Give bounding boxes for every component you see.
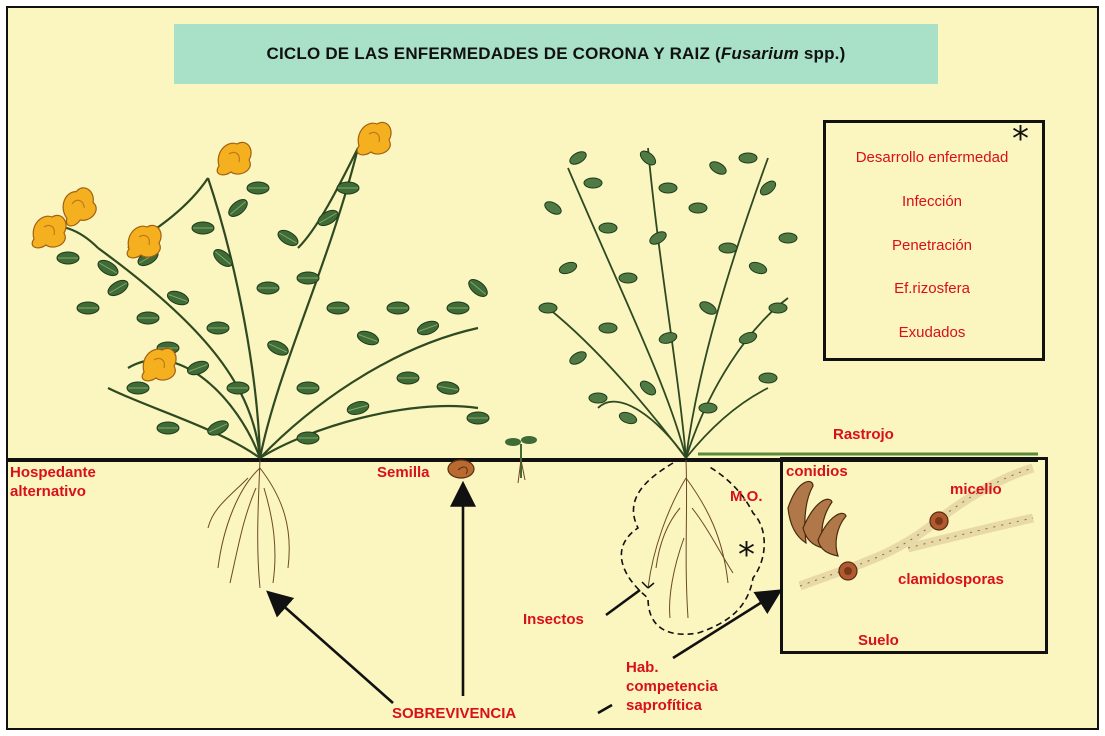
stage-exudates: Exudados xyxy=(832,324,1032,341)
label-mycelium: micelio xyxy=(950,481,1002,499)
label-soil: Suelo xyxy=(858,632,899,650)
stage-infection: Infección xyxy=(832,193,1032,210)
label-seed: Semilla xyxy=(377,464,430,482)
label-organic-matter: M.O. xyxy=(730,488,763,506)
label-host-line1: Hospedante xyxy=(10,464,96,482)
label-host-line2: alternativo xyxy=(10,483,86,501)
rootzone-marker: * xyxy=(738,538,755,572)
label-competence-line1: Hab. xyxy=(626,659,659,677)
diagram-canvas: CICLO DE LAS ENFERMEDADES DE CORONA Y RA… xyxy=(6,6,1099,730)
label-conidia: conidios xyxy=(786,463,848,481)
stage-penetration: Penetración xyxy=(832,237,1032,254)
label-chlamydospores: clamidosporas xyxy=(898,571,1004,589)
stage-development: Desarrollo enfermedad xyxy=(832,149,1032,166)
label-stubble: Rastrojo xyxy=(833,426,894,444)
label-insects: Insectos xyxy=(523,611,584,629)
label-survival: SOBREVIVENCIA xyxy=(392,705,516,723)
soil-inset-box xyxy=(780,457,1048,654)
flowering-host-plant xyxy=(32,122,490,588)
seed xyxy=(448,460,474,478)
stage-rhizosphere: Ef.rizosfera xyxy=(832,280,1032,297)
disease-stages-box: * Desarrollo enfermedad Infección Penetr… xyxy=(823,120,1045,361)
infected-host-plant xyxy=(539,148,797,634)
label-competence-line3: saprofítica xyxy=(626,697,702,715)
label-competence-line2: competencia xyxy=(626,678,718,696)
